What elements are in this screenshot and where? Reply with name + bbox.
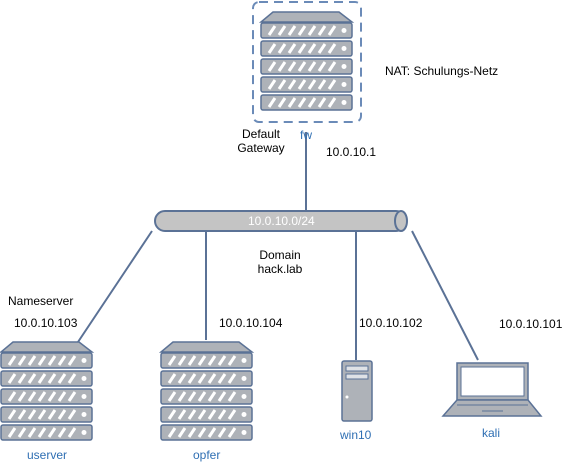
win10-desktop-icon[interactable] [341, 360, 373, 422]
bus-label: 10.0.10.0/24 [248, 214, 315, 228]
firewall-group-frame [252, 1, 362, 123]
link-userver-bus [77, 230, 153, 343]
default-gateway-line1: Default [241, 127, 281, 141]
opfer-name-label: opfer [193, 448, 221, 462]
network-bus [154, 210, 408, 232]
userver-server-icon[interactable] [0, 340, 94, 442]
opfer-ip-label: 10.0.10.104 [219, 316, 283, 330]
kali-name-label: kali [482, 426, 501, 440]
win10-ip-label: 10.0.10.102 [359, 316, 423, 330]
fw-server-icon[interactable] [259, 10, 354, 112]
kali-laptop-icon[interactable] [441, 362, 543, 417]
fw-ip-label: 10.0.10.1 [326, 145, 377, 159]
userver-role-label: Nameserver [8, 294, 74, 308]
default-gateway-label: Default Gateway [232, 127, 290, 155]
default-gateway-line2: Gateway [237, 141, 285, 155]
kali-ip-label: 10.0.10.101 [499, 317, 563, 331]
userver-name-label: userver [27, 448, 68, 462]
domain-label: Domain hack.lab [250, 248, 310, 276]
opfer-server-icon[interactable] [159, 340, 254, 442]
win10-name-label: win10 [340, 428, 372, 442]
domain-label-line1: Domain [259, 248, 301, 262]
fw-name-label: fw [300, 128, 312, 142]
link-kali-bus [411, 230, 479, 361]
userver-ip-label: 10.0.10.103 [14, 316, 78, 330]
nat-label: NAT: Schulungs-Netz [385, 64, 499, 78]
domain-name: hack.lab [257, 262, 303, 276]
